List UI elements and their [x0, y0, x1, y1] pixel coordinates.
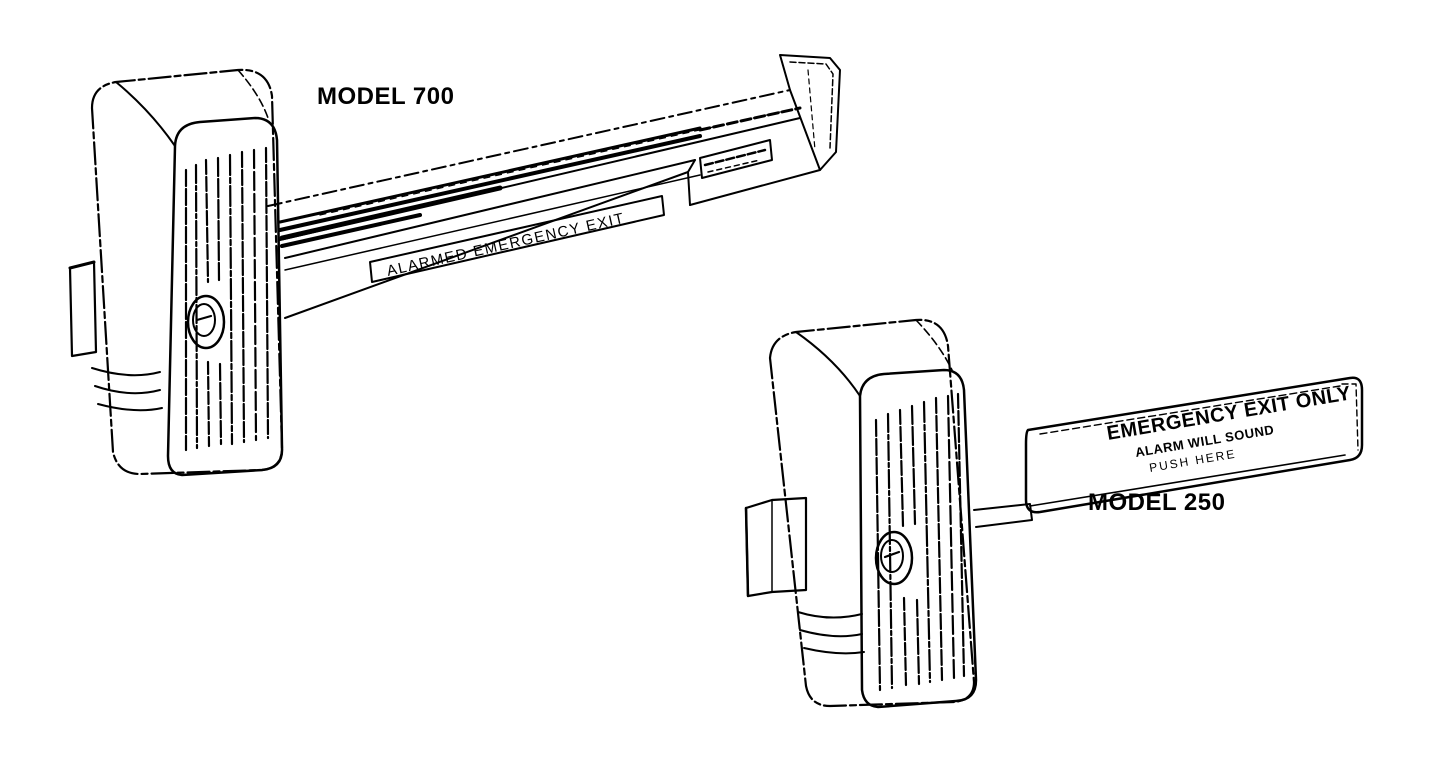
model-700-device: ALARMED EMERGENCY EXIT [68, 54, 841, 477]
model-700-housing [68, 68, 284, 477]
model-250-label: MODEL 250 [1088, 489, 1226, 516]
model-250-housing [744, 318, 978, 709]
model-700-label: MODEL 700 [317, 83, 455, 110]
model-700-bar-text: ALARMED EMERGENCY EXIT [385, 210, 626, 280]
model-250-device: EMERGENCY EXIT ONLY ALARM WILL SOUND PUS… [744, 318, 1364, 709]
